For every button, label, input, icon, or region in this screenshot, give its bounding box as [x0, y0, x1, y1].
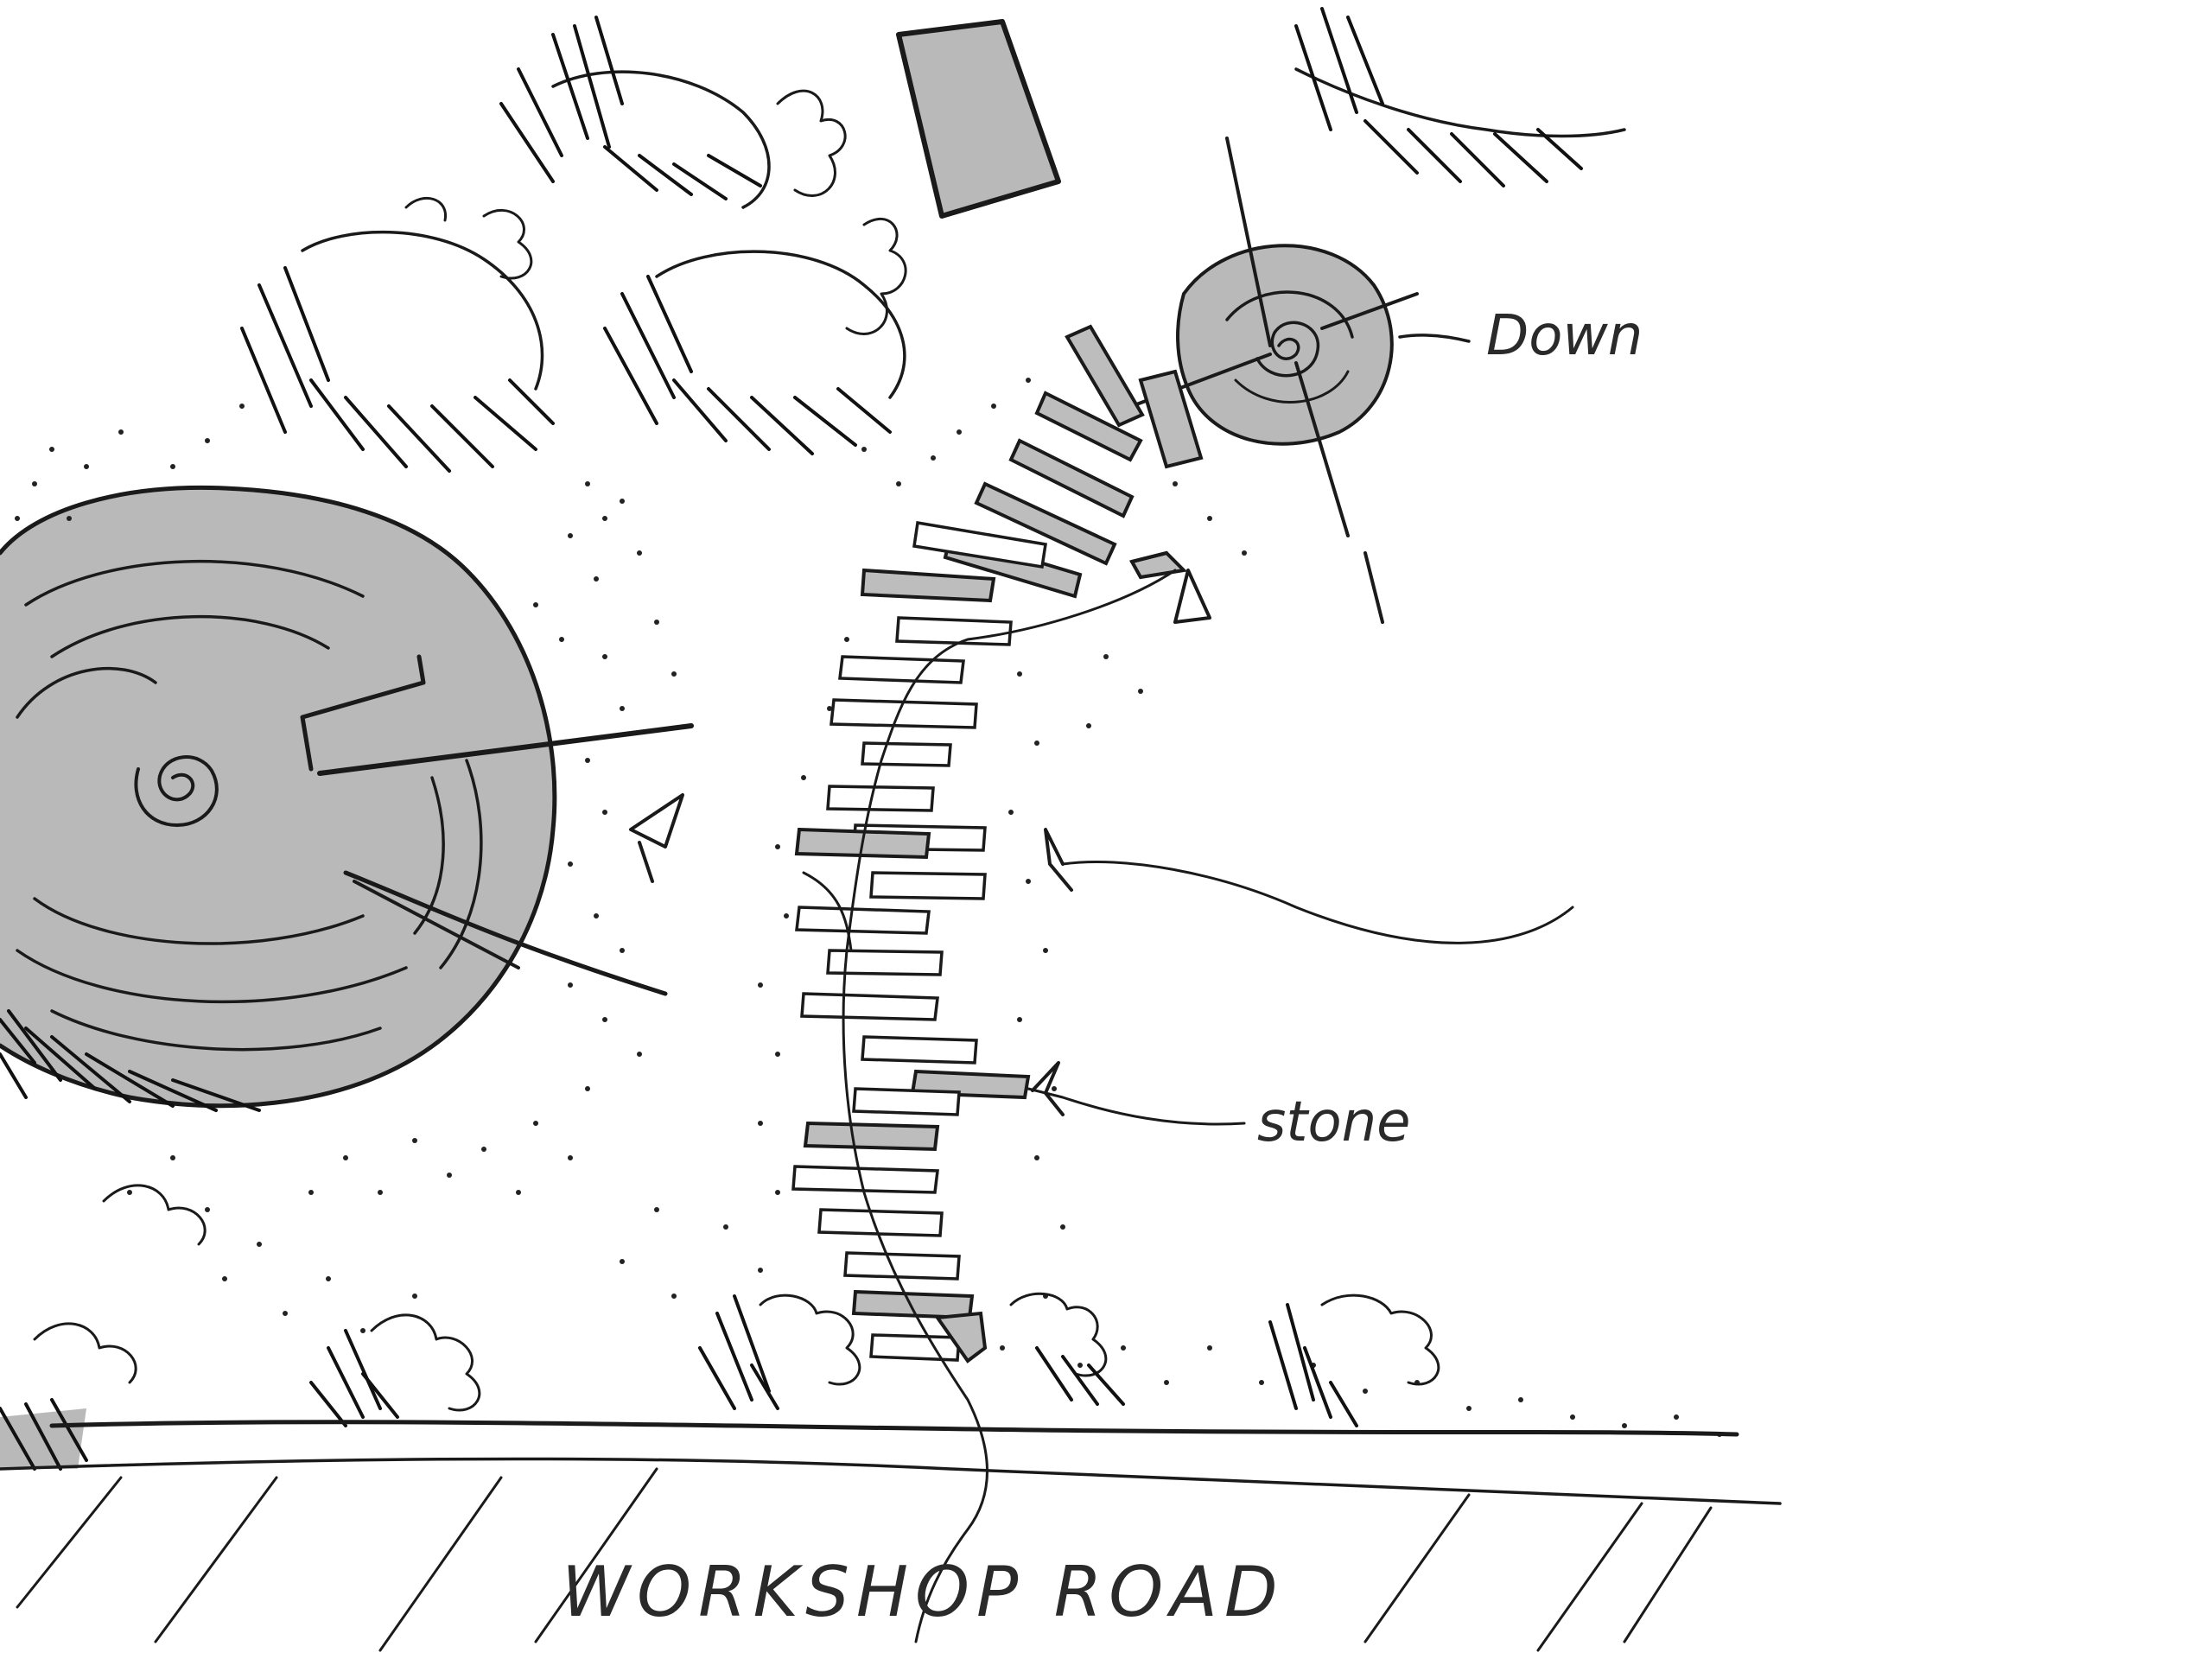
down-label: Down [1486, 304, 1643, 368]
road-edges [0, 1420, 1782, 1652]
view-markers [629, 551, 1211, 883]
small-tree-canopy [1130, 137, 1471, 624]
ground-stipple [15, 378, 1722, 1437]
stone-steps-upper [912, 324, 1204, 599]
walking-path-line [802, 569, 1177, 1643]
stone-label: stone [1257, 1090, 1411, 1154]
stone-leader-arrows [1027, 828, 1574, 1126]
road-label: WORKSHOP ROAD [562, 1552, 1285, 1632]
large-tree-canopy [0, 485, 694, 1112]
building-block [896, 19, 1061, 219]
upper-tree-cluster [240, 7, 1626, 473]
stone-steps-path [791, 568, 1031, 1363]
